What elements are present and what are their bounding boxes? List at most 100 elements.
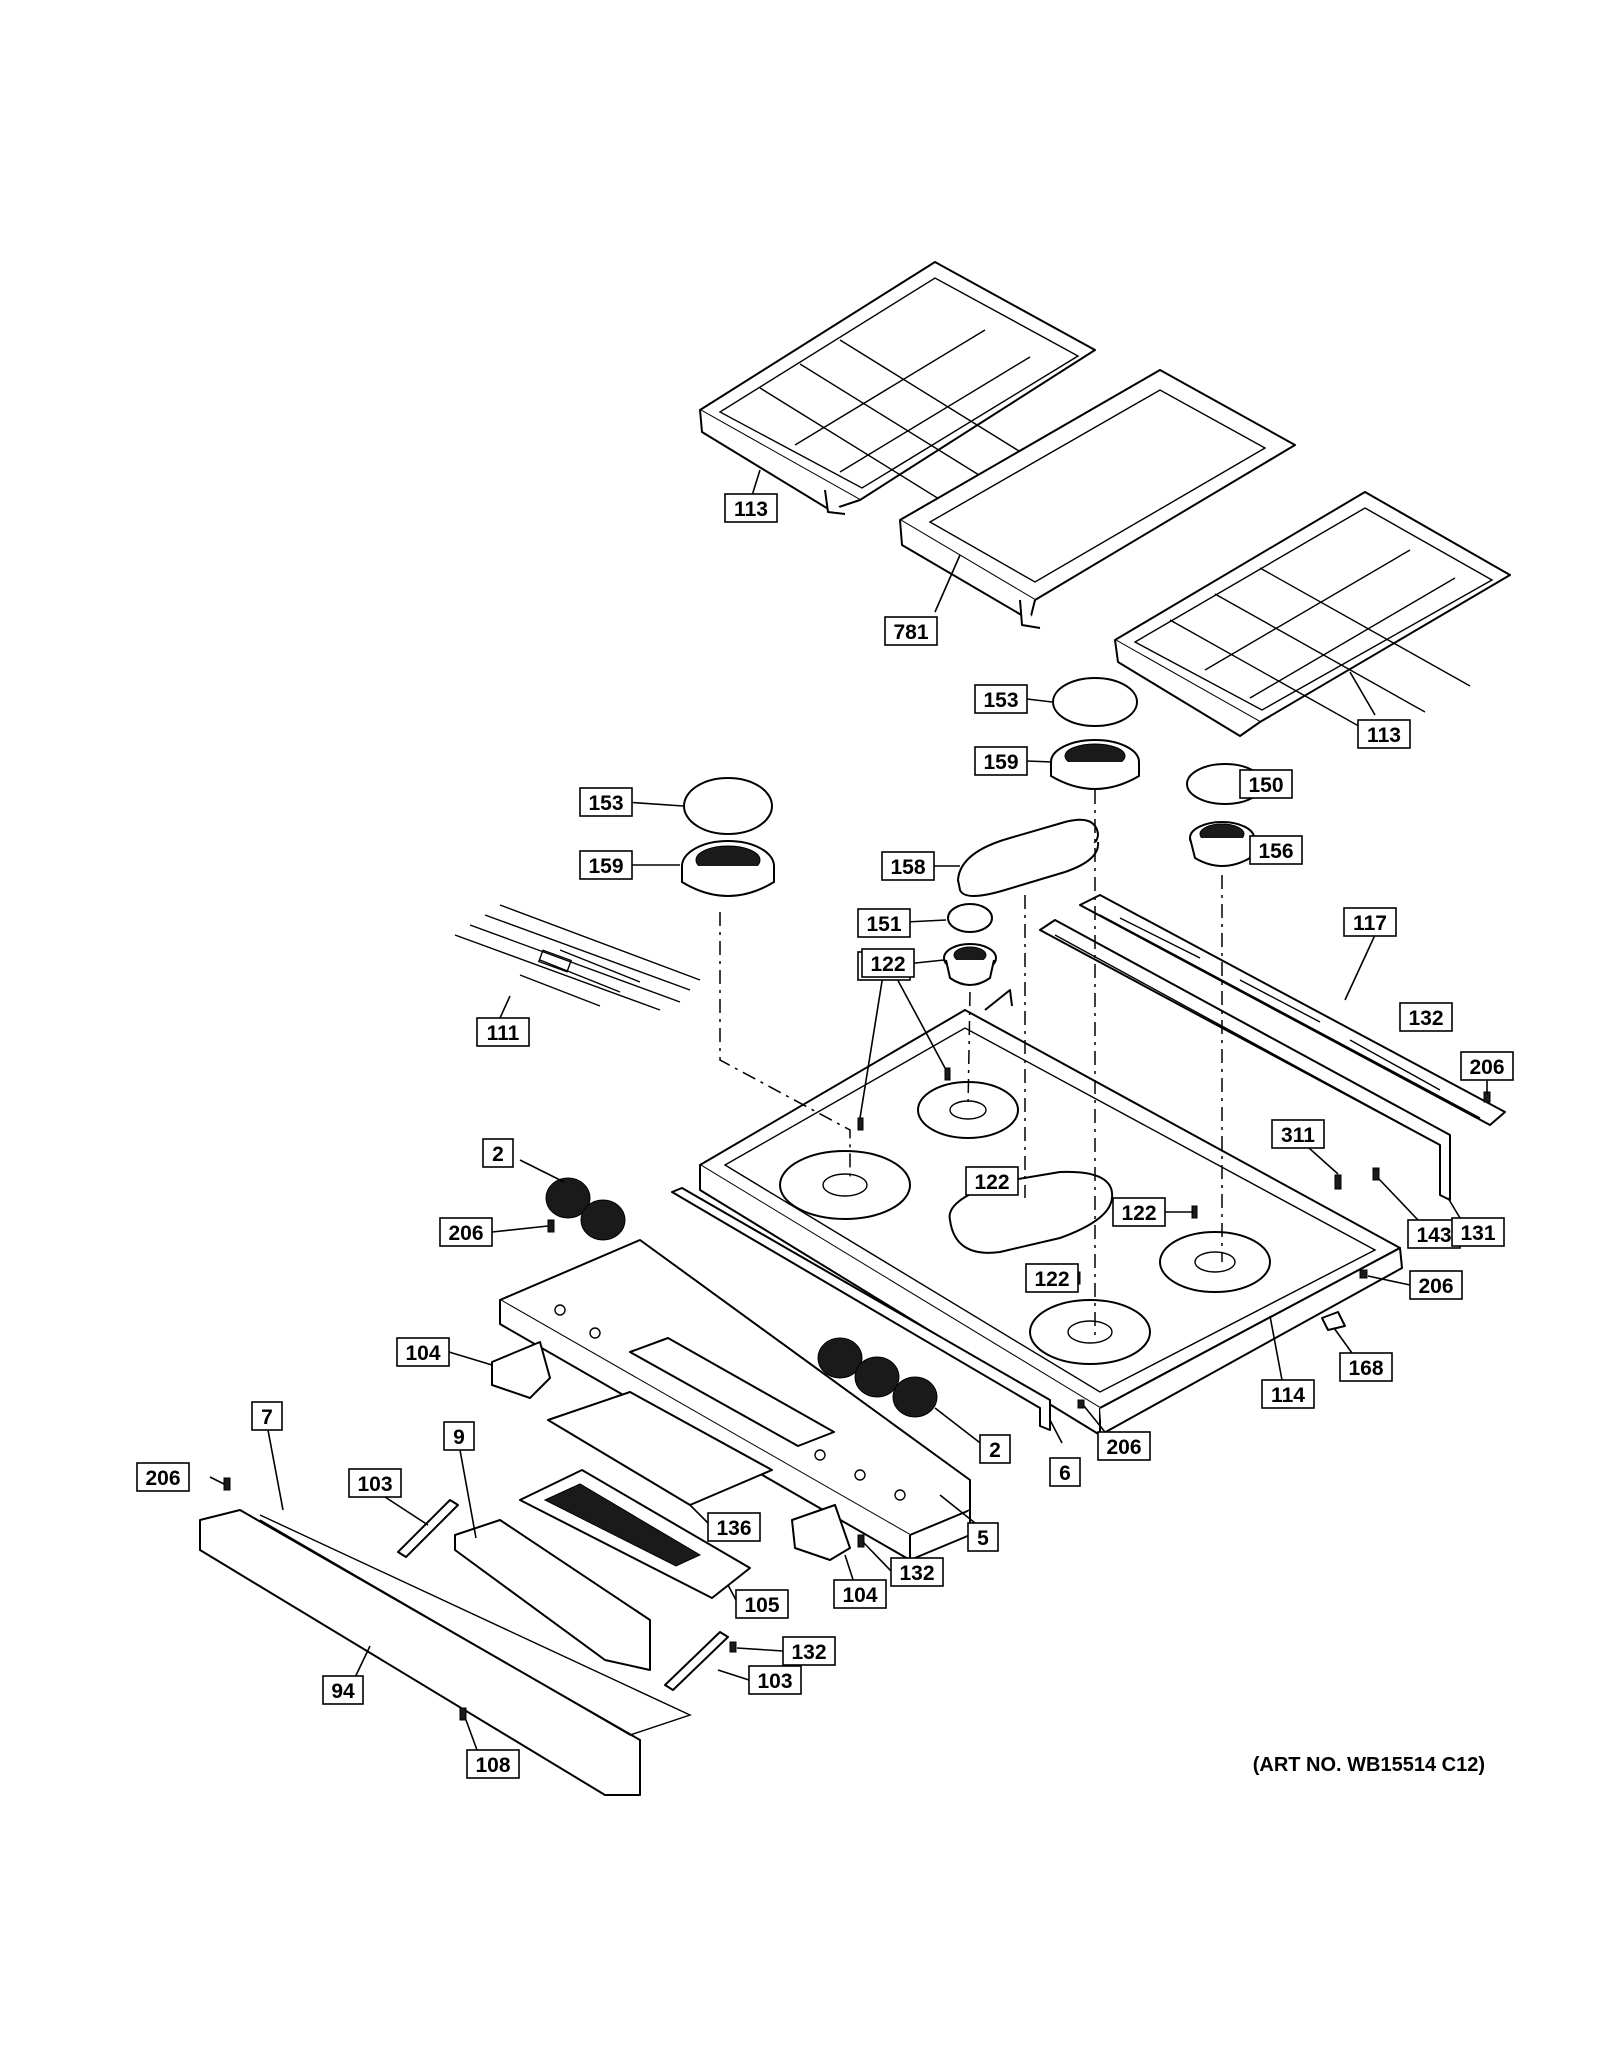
callout-153-right: 153 <box>974 684 1028 714</box>
callout-113-right: 113 <box>1357 719 1411 749</box>
burner-head-156 <box>1189 821 1255 867</box>
callout-781: 781 <box>884 616 938 646</box>
svg-text:132: 132 <box>899 1562 934 1585</box>
svg-text:156: 156 <box>1258 840 1293 863</box>
svg-text:136: 136 <box>716 1517 751 1540</box>
svg-text:114: 114 <box>1271 1384 1305 1407</box>
callout-9: 9 <box>443 1421 475 1451</box>
svg-text:311: 311 <box>1281 1124 1315 1147</box>
burner-cap-153-right <box>1052 677 1138 727</box>
screw-206b <box>547 1219 555 1233</box>
svg-text:9: 9 <box>453 1426 465 1449</box>
bracket-104-right <box>791 1504 851 1561</box>
callout-7: 7 <box>251 1401 283 1431</box>
callout-156: 156 <box>1249 835 1303 865</box>
svg-text:132: 132 <box>791 1641 826 1664</box>
callout-103-right: 103 <box>748 1665 802 1695</box>
screw-206e <box>1077 1399 1085 1409</box>
svg-text:103: 103 <box>757 1670 792 1693</box>
callout-122-bottom: 122 <box>1025 1263 1079 1293</box>
callout-122-top: 122 <box>861 948 915 978</box>
svg-text:122: 122 <box>974 1171 1009 1194</box>
svg-text:781: 781 <box>893 621 928 644</box>
screw-311 <box>1334 1174 1342 1190</box>
trim-94 <box>199 1509 692 1796</box>
callout-168: 168 <box>1339 1352 1393 1382</box>
svg-text:6: 6 <box>1059 1462 1071 1485</box>
leader-lines <box>209 469 1488 1751</box>
svg-text:2: 2 <box>989 1439 1001 1462</box>
oval-burner-158 <box>957 818 1100 897</box>
support-103-left <box>397 1499 459 1558</box>
callout-132-middle: 132 <box>890 1557 944 1587</box>
svg-text:151: 151 <box>866 913 901 936</box>
callout-150: 150 <box>1239 769 1293 799</box>
callout-114: 114 <box>1261 1379 1315 1409</box>
callout-311: 311 <box>1271 1119 1325 1149</box>
front-rail-6 <box>671 1187 1051 1431</box>
screw-143 <box>1372 1167 1380 1181</box>
callout-117: 117 <box>1343 907 1397 937</box>
grate-left <box>699 261 1096 515</box>
callout-108: 108 <box>466 1749 520 1779</box>
callout-94: 94 <box>322 1675 364 1705</box>
callout-122-middle-left: 122 <box>965 1166 1019 1196</box>
control-panel-5 <box>499 1239 971 1561</box>
svg-text:158: 158 <box>890 856 925 879</box>
griddle-781 <box>899 369 1296 629</box>
screw-206d <box>223 1477 231 1491</box>
callout-5: 5 <box>967 1522 999 1552</box>
callout-2-lower: 2 <box>979 1434 1011 1464</box>
knobs-2-left <box>545 1177 626 1241</box>
burner-head-155 <box>943 943 997 986</box>
callout-206-left: 206 <box>439 1217 493 1247</box>
callout-2-upper: 2 <box>482 1138 514 1168</box>
svg-text:153: 153 <box>588 792 623 815</box>
callout-136: 136 <box>707 1512 761 1542</box>
callout-103-left: 103 <box>348 1468 402 1498</box>
callout-153-left: 153 <box>579 787 633 817</box>
callout-104-left: 104 <box>396 1337 450 1367</box>
callout-113-left: 113 <box>724 493 778 523</box>
svg-text:7: 7 <box>261 1406 273 1429</box>
callout-158: 158 <box>881 851 935 881</box>
svg-text:122: 122 <box>1121 1202 1156 1225</box>
svg-text:153: 153 <box>983 689 1018 712</box>
knobs-2-right <box>817 1337 938 1418</box>
insulation-136 <box>547 1391 773 1506</box>
callout-159-left: 159 <box>579 850 633 880</box>
svg-text:5: 5 <box>977 1527 989 1550</box>
screw-108 <box>459 1707 467 1721</box>
svg-text:117: 117 <box>1353 912 1387 935</box>
support-103-right <box>664 1631 729 1691</box>
callout-132-bottom: 132 <box>782 1636 836 1666</box>
svg-text:111: 111 <box>487 1022 520 1045</box>
svg-text:150: 150 <box>1248 774 1283 797</box>
clip-168 <box>1321 1311 1346 1331</box>
svg-text:122: 122 <box>1034 1268 1069 1291</box>
callout-159-right: 159 <box>974 746 1028 776</box>
svg-text:206: 206 <box>448 1222 483 1245</box>
callout-105: 105 <box>735 1589 789 1619</box>
bracket-104-left <box>491 1341 551 1399</box>
svg-text:131: 131 <box>1460 1222 1495 1245</box>
svg-text:206: 206 <box>145 1467 180 1490</box>
svg-text:104: 104 <box>405 1342 440 1365</box>
callout-104-right: 104 <box>833 1579 887 1609</box>
backguard-117 <box>1079 894 1506 1126</box>
svg-text:159: 159 <box>983 751 1018 774</box>
burner-cap-151 <box>947 903 993 933</box>
svg-text:143: 143 <box>1416 1224 1451 1247</box>
callout-122-right: 122 <box>1112 1197 1166 1227</box>
callout-131: 131 <box>1451 1217 1505 1247</box>
control-board-105 <box>519 1469 751 1599</box>
svg-text:104: 104 <box>842 1584 877 1607</box>
svg-text:2: 2 <box>492 1143 504 1166</box>
svg-text:94: 94 <box>331 1680 355 1703</box>
callout-206-far-left: 206 <box>136 1462 190 1492</box>
alignment-lines <box>719 790 1223 1340</box>
svg-text:113: 113 <box>1367 724 1401 747</box>
wire-harness-111 <box>454 904 701 1011</box>
screw-206c <box>1359 1269 1368 1279</box>
